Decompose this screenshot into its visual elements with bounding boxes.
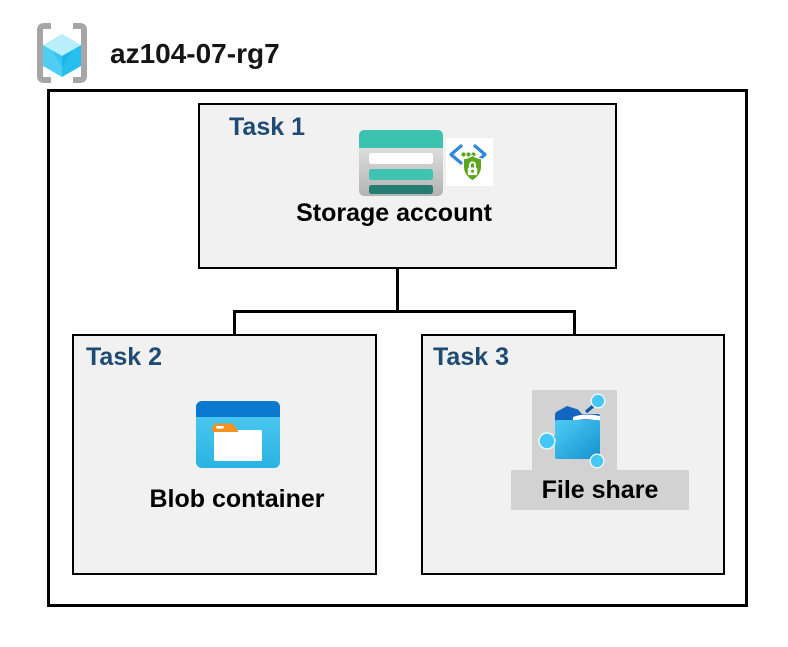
azure-resource-group-icon <box>37 23 87 83</box>
task1-box: Task 1 Storage account <box>198 103 617 269</box>
task2-label: Task 2 <box>86 343 162 371</box>
file-share-icon <box>538 393 606 469</box>
file-share-label-highlight: File share <box>511 470 689 510</box>
file-share-icon-highlight <box>532 390 617 470</box>
storage-account-icon <box>359 130 443 196</box>
task3-label: Task 3 <box>433 343 509 371</box>
file-share-label: File share <box>541 476 659 504</box>
task2-box: Task 2 Blob container <box>72 334 377 575</box>
blob-container-icon <box>196 401 280 468</box>
blob-container-label: Blob container <box>149 485 325 513</box>
storage-account-label: Storage account <box>296 199 492 227</box>
connector-horizontal <box>233 310 576 313</box>
resource-group-name: az104-07-rg7 <box>110 38 280 69</box>
task1-label: Task 1 <box>229 113 305 141</box>
shared-access-signature-icon <box>446 138 493 186</box>
task3-box: Task 3 <box>421 334 725 575</box>
connector-storage-stem <box>396 265 399 312</box>
